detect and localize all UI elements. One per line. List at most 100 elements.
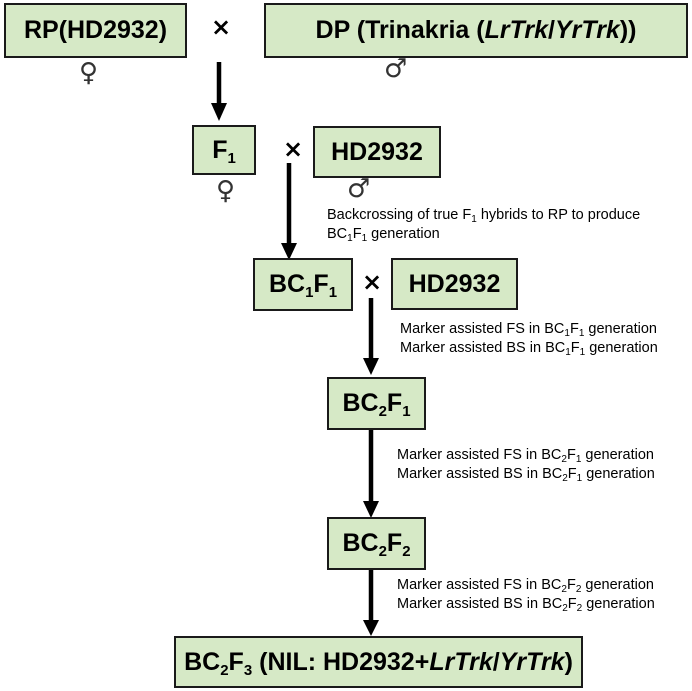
backcross-l1b: hybrids to RP to produce (476, 207, 641, 223)
final-s1: 2 (220, 661, 229, 679)
dp-gene-lrtrk: LrTrk (484, 16, 549, 44)
step1-note: Marker assisted FS in BC1F1 generation M… (400, 320, 658, 358)
step3-fs-g1: BC (541, 577, 562, 593)
step3-bs-s1: 2 (562, 603, 568, 614)
step2-bs-tail: generation (582, 466, 655, 482)
backcross-l2s2: 1 (361, 233, 368, 244)
step3-bs-s2: 2 (576, 603, 583, 614)
step1-bs-g2: F (570, 340, 580, 356)
final-mid: (NIL: HD2932+ (252, 647, 430, 676)
step1-fs: Marker assisted FS in (400, 321, 545, 337)
step1-bs: Marker assisted BS in (400, 340, 546, 356)
backcross-l2s1: 1 (347, 233, 353, 244)
bc2f2-b2: F (386, 529, 403, 557)
hd2932-box-2: HD2932 (391, 258, 518, 310)
backcross-l1a: Backcrossing of true F (327, 207, 472, 223)
bc1f1-b2: F (313, 270, 329, 298)
step3-fs-tail: generation (581, 577, 654, 593)
step2-note: Marker assisted FS in BC2F1 generation M… (397, 446, 655, 484)
step1-bs-line: Marker assisted BS in BC1F1 generation (400, 339, 658, 358)
dp-slash: / (548, 16, 555, 44)
backcross-note-line2: BC1F1 generation (327, 225, 640, 244)
step3-bs-tail: generation (582, 596, 655, 612)
arrowhead-bc1f1-to-bc2f1 (363, 358, 379, 375)
step3-bs-line: Marker assisted BS in BC2F2 generation (397, 595, 655, 614)
bc2f1-s1: 2 (378, 403, 387, 420)
step2-bs: Marker assisted BS in (397, 466, 543, 482)
step1-fs-s1: 1 (564, 328, 570, 339)
step1-fs-line: Marker assisted FS in BC1F1 generation (400, 320, 658, 339)
bc2f2-label: BC2F2 (342, 529, 411, 560)
female-symbol-f1: ♀ (216, 176, 236, 206)
backcross-note: Backcrossing of true F1 hybrids to RP to… (327, 206, 640, 244)
bc2f2-s2: 2 (402, 543, 411, 560)
bc2f1-s2: 1 (402, 403, 411, 420)
cross-symbol-2: × (283, 135, 304, 163)
arrowhead-f1-to-bc1f1 (281, 243, 297, 260)
rp-label: RP(HD2932) (23, 16, 168, 44)
step3-fs: Marker assisted FS in (397, 577, 542, 593)
rp-parent-box: RP(HD2932) (4, 3, 187, 58)
step2-fs: Marker assisted FS in (397, 447, 542, 463)
bc1f1-b1: BC (268, 270, 306, 298)
hd2932-label-2: HD2932 (408, 269, 501, 298)
bc2f2-box: BC2F2 (327, 517, 426, 570)
bc2f1-label: BC2F1 (342, 389, 411, 420)
final-nil-label: BC2F3 (NIL: HD2932+LrTrk/YrTrk) (184, 647, 573, 679)
f1-sub: 1 (227, 149, 236, 167)
step3-fs-line: Marker assisted FS in BC2F2 generation (397, 576, 655, 595)
final-b1: BC (184, 647, 221, 676)
step3-fs-g2: F (566, 577, 576, 593)
backcross-note-line1: Backcrossing of true F1 hybrids to RP to… (327, 206, 640, 225)
step3-fs-s2: 2 (575, 584, 582, 595)
step3-bs-g2: F (567, 596, 577, 612)
cross-symbol-3: × (362, 268, 383, 296)
bc1f1-s1: 1 (305, 284, 314, 301)
bc2f2-s1: 2 (378, 543, 387, 560)
step2-bs-line: Marker assisted BS in BC2F1 generation (397, 465, 655, 484)
step2-fs-s2: 1 (575, 454, 582, 465)
male-symbol-dp: ♂ (384, 54, 408, 84)
step2-fs-line: Marker assisted FS in BC2F1 generation (397, 446, 655, 465)
step1-fs-g2: F (569, 321, 579, 337)
backcross-l1s: 1 (471, 214, 477, 225)
backcross-l2b: F (352, 226, 362, 242)
backcross-l2c: generation (367, 226, 440, 242)
final-b2: F (228, 647, 244, 676)
step3-bs-g1: BC (542, 596, 563, 612)
hd2932-box-1: HD2932 (313, 126, 441, 178)
step1-fs-tail: generation (584, 321, 657, 337)
step3-fs-s1: 2 (561, 584, 567, 595)
bc1f1-label: BC1F1 (268, 270, 338, 301)
step1-bs-g1: BC (545, 340, 566, 356)
arrowhead-rp-to-f1 (211, 103, 227, 121)
bc2f1-b2: F (386, 389, 403, 417)
bc2f2-b1: BC (342, 529, 379, 557)
hd2932-label-1: HD2932 (331, 137, 423, 166)
step1-fs-s2: 1 (578, 328, 585, 339)
final-nil-box: BC2F3 (NIL: HD2932+LrTrk/YrTrk) (174, 636, 583, 688)
step2-fs-g1: BC (541, 447, 562, 463)
step3-bs: Marker assisted BS in (397, 596, 543, 612)
dp-prefix: DP (Trinakria ( (315, 16, 485, 44)
step1-fs-g1: BC (544, 321, 565, 337)
step3-note: Marker assisted FS in BC2F2 generation M… (397, 576, 655, 614)
dp-suffix: )) (619, 16, 637, 44)
step2-bs-s2: 1 (576, 473, 583, 484)
f1-label: F1 (212, 135, 236, 167)
arrowhead-bc2f1-to-bc2f2 (363, 501, 379, 518)
final-gene-yrtrk: YrTrk (499, 647, 565, 676)
f1-box: F1 (192, 125, 256, 175)
final-slash: / (492, 647, 500, 676)
step2-fs-tail: generation (581, 447, 654, 463)
step1-bs-tail: generation (585, 340, 658, 356)
bc1f1-s2: 1 (328, 284, 338, 301)
bc2f1-b1: BC (342, 389, 379, 417)
f1-base: F (212, 135, 228, 164)
step1-bs-s1: 1 (565, 347, 571, 358)
male-symbol-hd2932: ♂ (347, 174, 371, 204)
bc2f1-box: BC2F1 (327, 377, 426, 430)
final-gene-lrtrk: LrTrk (429, 647, 493, 676)
final-end: ) (564, 647, 573, 676)
